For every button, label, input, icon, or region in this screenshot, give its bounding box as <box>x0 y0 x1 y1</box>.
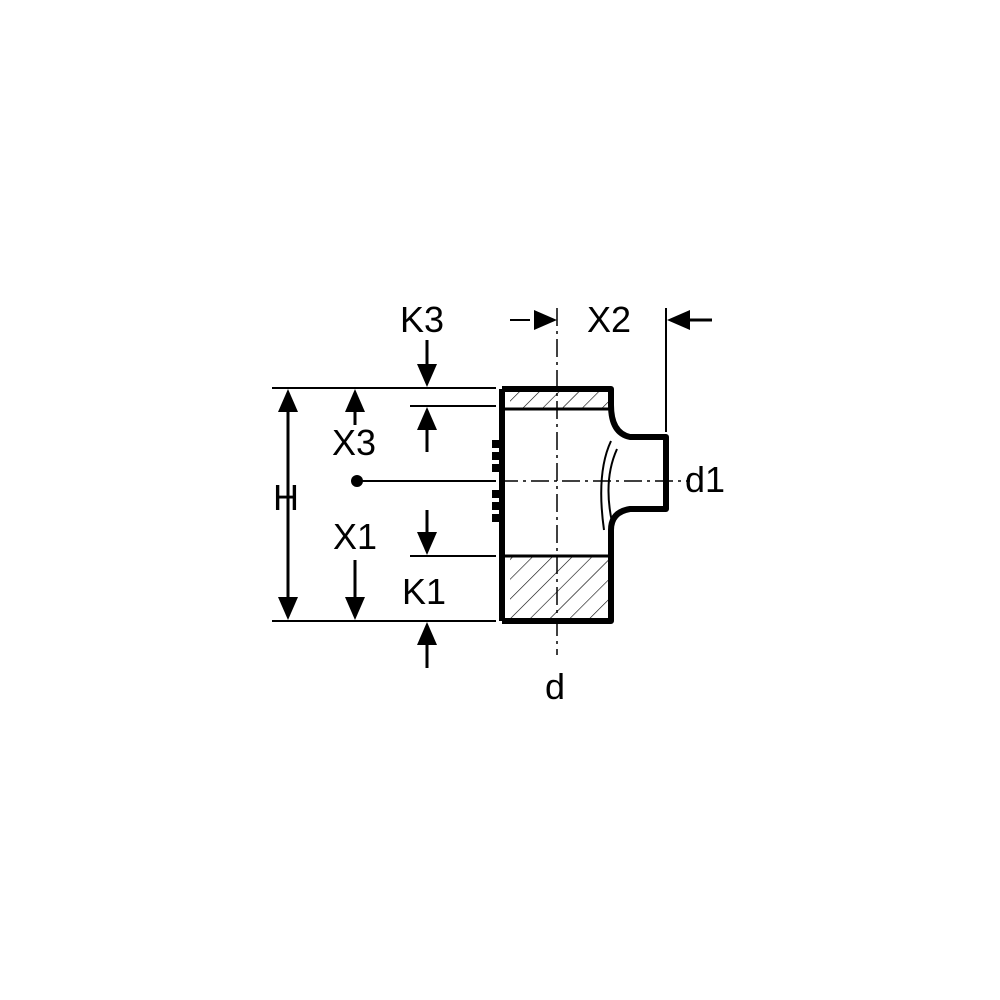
centre-lines <box>500 308 690 655</box>
label-x1: X1 <box>333 516 377 557</box>
dimension-x3-x1 <box>345 389 365 620</box>
label-x3: X3 <box>332 422 376 463</box>
tee-body <box>499 386 669 624</box>
dimension-k3 <box>417 340 437 452</box>
dimension-x2 <box>534 310 712 330</box>
label-h: H <box>273 477 299 518</box>
dimension-k1 <box>417 510 437 668</box>
seal-ribs <box>492 440 502 522</box>
label-d: d <box>545 666 565 707</box>
label-d1: d1 <box>685 459 725 500</box>
dimension-h <box>278 389 298 620</box>
label-k1: K1 <box>402 571 446 612</box>
reference-point <box>351 475 363 487</box>
hatched-sections <box>510 389 611 620</box>
label-x2: X2 <box>587 299 631 340</box>
extension-lines <box>272 308 712 622</box>
label-k3: K3 <box>400 299 444 340</box>
